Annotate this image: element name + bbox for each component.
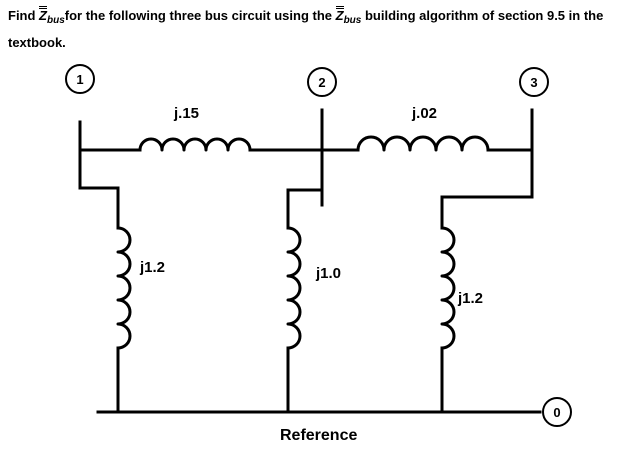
zbus-symbol: Zbus: [39, 5, 65, 32]
inductor-shunt-2: [286, 226, 302, 350]
impedance-shunt-3-label: j1.2: [457, 290, 483, 307]
reference-label: Reference: [280, 427, 357, 444]
inductor-12: [138, 137, 252, 152]
impedance-23-label: j.02: [411, 105, 437, 122]
shunt-2-top-wire: [286, 188, 324, 230]
question-text: Find Zbusfor the following three bus cir…: [8, 5, 630, 54]
node-0: 0: [542, 397, 572, 427]
node-2: 2: [307, 67, 337, 97]
impedance-12-label: j.15: [173, 105, 199, 122]
question-middle: for the following three bus circuit usin…: [64, 8, 336, 23]
inductor-23: [356, 135, 490, 152]
node-1-label: 1: [76, 72, 83, 87]
question-suffix: building algorithm of section 9.5 in the…: [8, 8, 604, 50]
node-3: 3: [519, 67, 549, 97]
node-0-label: 0: [553, 405, 560, 420]
zbus-symbol-2: Zbus: [335, 5, 361, 32]
inductor-shunt-3: [440, 226, 456, 350]
node-3-label: 3: [530, 75, 537, 90]
node-2-label: 2: [318, 75, 325, 90]
impedance-shunt-1-label: j1.2: [139, 259, 165, 276]
shunt-1-top-wire: [78, 186, 120, 230]
node-1: 1: [65, 64, 95, 94]
inductor-shunt-1: [116, 226, 132, 350]
question-prefix: Find: [8, 8, 40, 23]
impedance-shunt-2-label: j1.0: [315, 265, 341, 282]
shunt-3-top-wire: [440, 195, 534, 230]
